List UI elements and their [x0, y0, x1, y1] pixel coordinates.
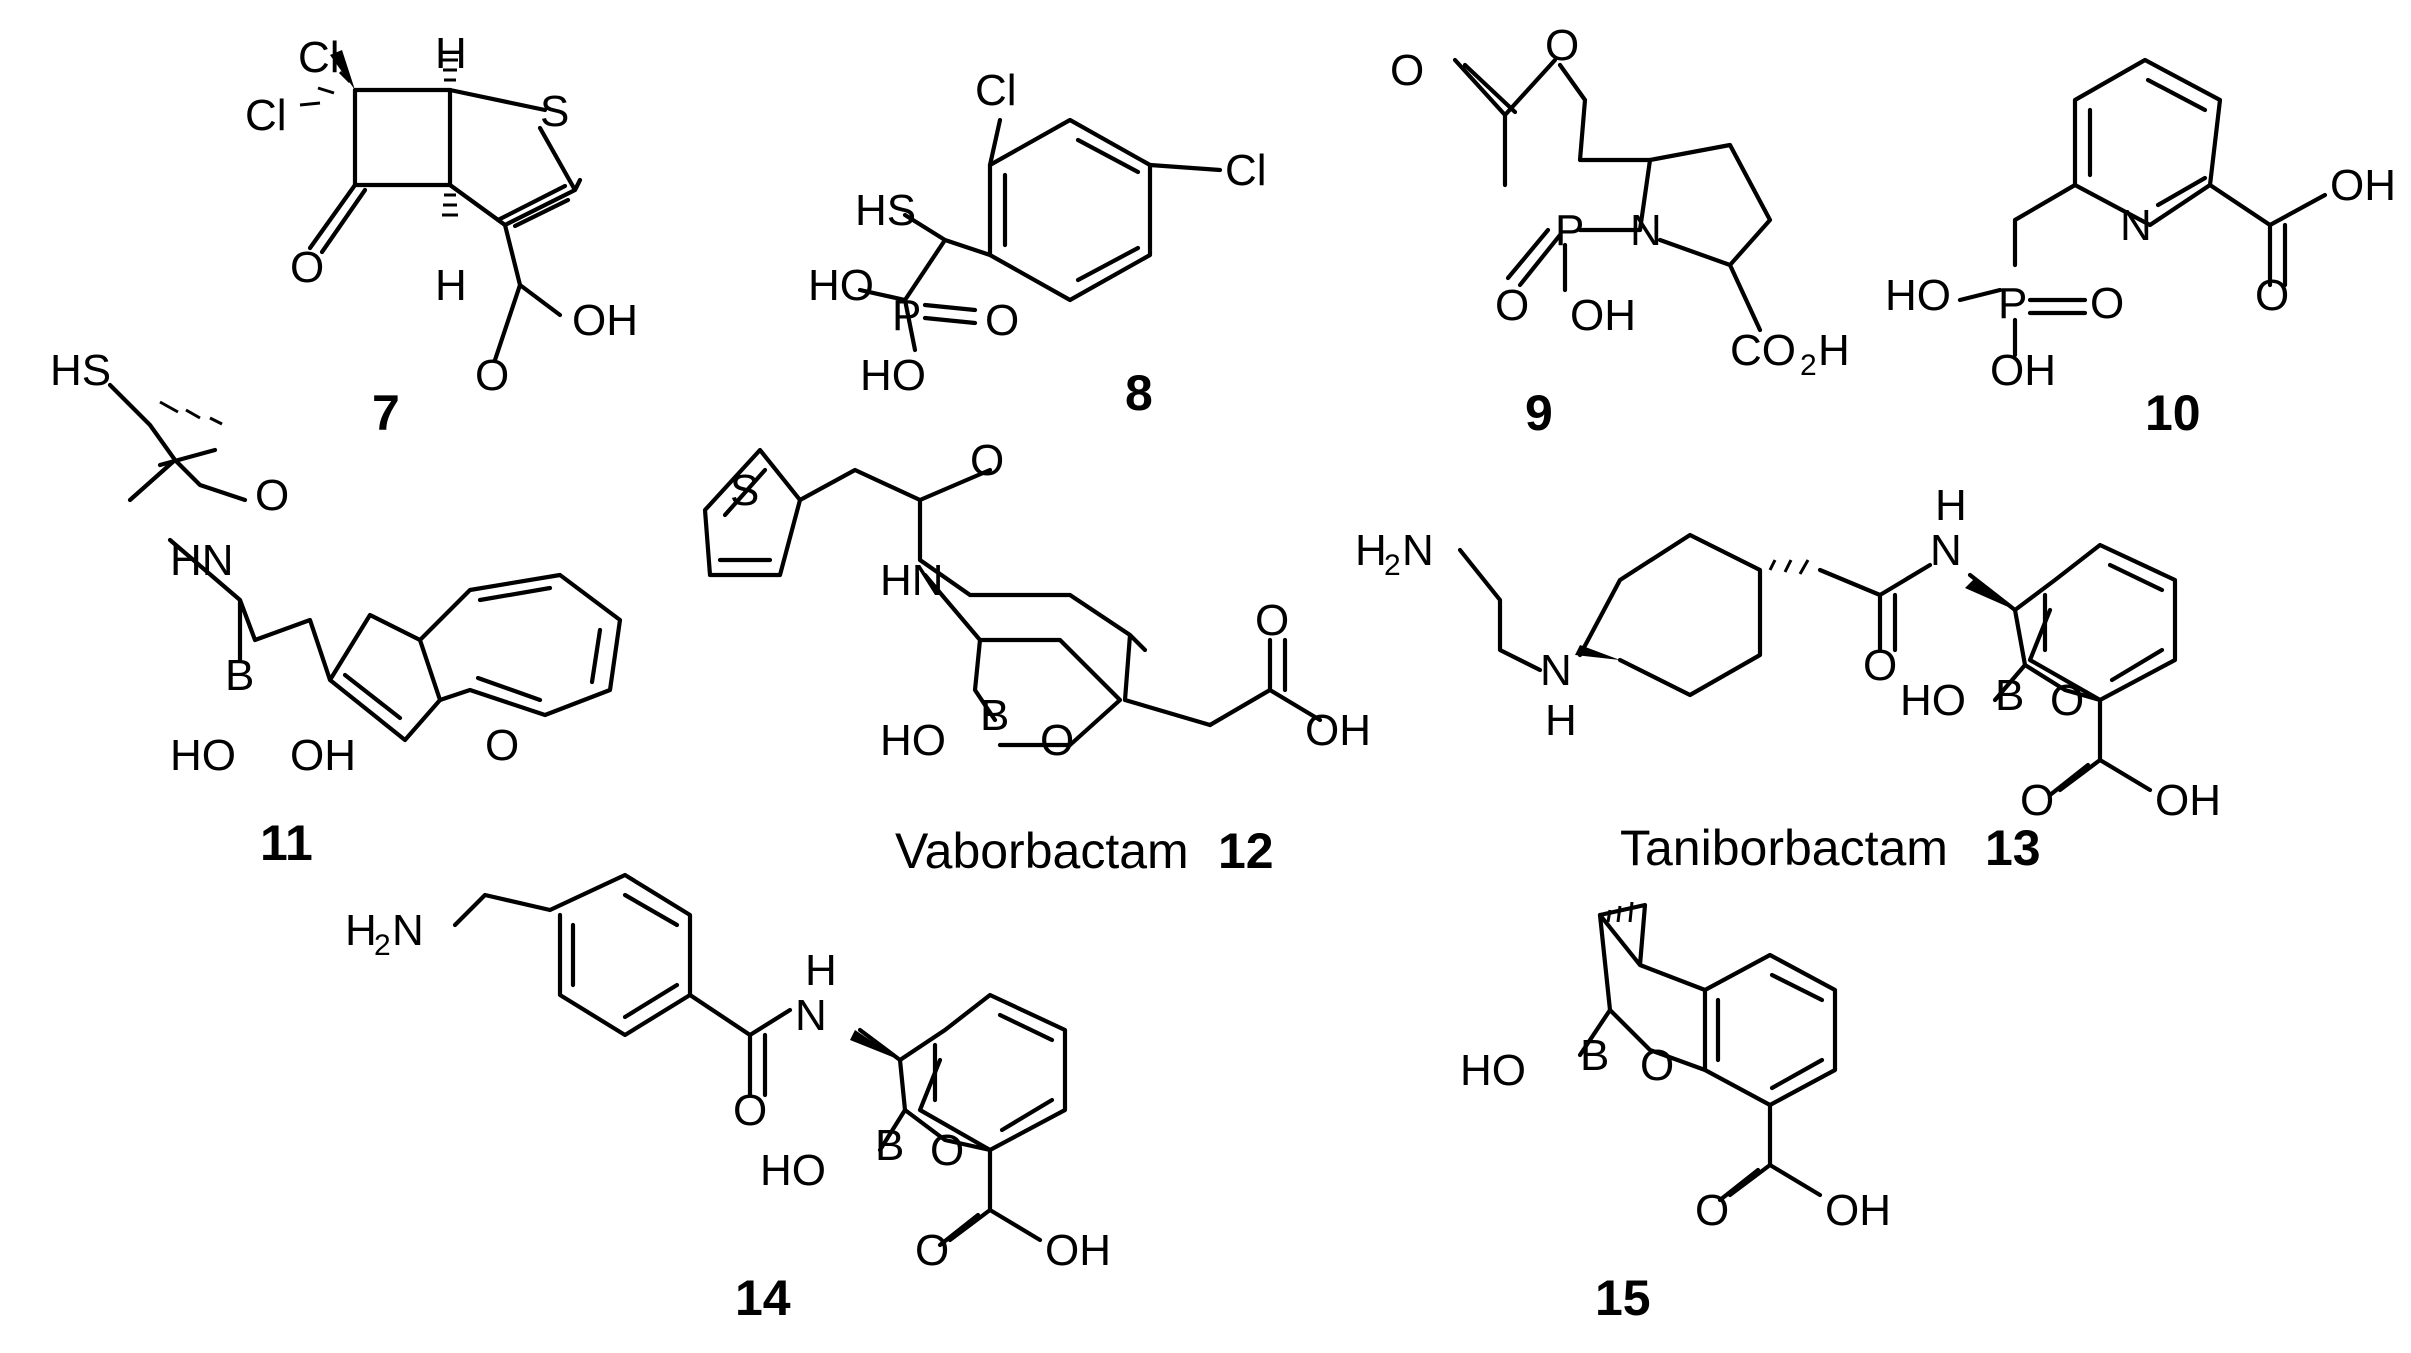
atom-label: OH [1570, 291, 1636, 340]
atom-label: HN [170, 536, 234, 585]
atom-label: O [1863, 641, 1897, 690]
compound-13: H 2 N N H N H O B HO O O OH Taniborbacta… [1355, 481, 2221, 876]
atom-label: O [970, 436, 1004, 485]
compound-name: Vaborbactam [895, 823, 1189, 879]
atom-label: HS [50, 346, 111, 395]
compound-15: B HO O O OH 15 [1460, 901, 1891, 1326]
compound-name: Taniborbactam [1620, 820, 1948, 876]
atom-label: H [1355, 526, 1387, 575]
atom-label: O [1640, 1041, 1674, 1090]
atom-label: OH [1045, 1226, 1111, 1275]
atom-label: N [1540, 646, 1572, 695]
atom-label: O [915, 1226, 949, 1275]
atom-subscript: 2 [374, 929, 391, 962]
atom-label: O [1040, 716, 1074, 765]
atom-label: O [1255, 596, 1289, 645]
atom-label: O [733, 1086, 767, 1135]
atom-label: B [1580, 1031, 1609, 1080]
atom-label: O [255, 471, 289, 520]
atom-label: O [290, 243, 324, 292]
atom-label: H [435, 29, 467, 78]
atom-label: H [435, 261, 467, 310]
atom-label: H [1818, 326, 1850, 375]
atom-label: HO [1900, 676, 1966, 725]
atom-label: H [345, 906, 377, 955]
atom-label: O [930, 1126, 964, 1175]
atom-label: OH [290, 731, 356, 780]
atom-label: OH [2155, 776, 2221, 825]
atom-label: O [985, 296, 1019, 345]
atom-label: O [475, 351, 509, 400]
compound-number: 12 [1218, 823, 1274, 879]
atom-label: S [540, 87, 569, 136]
atom-label: N [1930, 526, 1962, 575]
compound-11: HS O HN B HO OH O 11 [50, 346, 623, 871]
atom-label: HO [880, 716, 946, 765]
atom-label: OH [1825, 1186, 1891, 1235]
atom-label: N [1402, 526, 1434, 575]
compound-8: Cl Cl HS HO P O HO 8 [808, 66, 1267, 421]
atom-label: Cl [245, 91, 287, 140]
compound-10: N OH O HO P O OH 10 [1885, 57, 2396, 441]
atom-label: B [225, 651, 254, 700]
atom-label: HO [808, 261, 874, 310]
atom-label: O [2050, 676, 2084, 725]
atom-label: O [2090, 279, 2124, 328]
atom-label: P [1998, 279, 2027, 328]
compound-number: 14 [735, 1270, 791, 1326]
atom-label: HS [855, 186, 916, 235]
atom-label: CO [1730, 326, 1796, 375]
atom-label: O [1545, 21, 1579, 70]
atom-label: B [875, 1121, 904, 1170]
atom-label: OH [572, 296, 638, 345]
atom-label: Cl [1225, 146, 1267, 195]
atom-label: H [805, 946, 837, 995]
compound-14: H 2 N N H O B HO O O OH 14 [345, 872, 1111, 1326]
compound-number: 11 [260, 815, 313, 871]
atom-label: N [795, 991, 827, 1040]
atom-label: H [1935, 481, 1967, 530]
atom-label: O [2020, 776, 2054, 825]
atom-label: O [2255, 271, 2289, 320]
atom-label: B [1995, 671, 2024, 720]
atom-label: P [892, 291, 921, 340]
atom-label: HO [860, 351, 926, 400]
compound-number: 9 [1525, 385, 1553, 441]
compound-number: 15 [1595, 1270, 1651, 1326]
atom-label: N [1630, 206, 1662, 255]
atom-label: B [980, 691, 1009, 740]
atom-label: O [1495, 281, 1529, 330]
atom-label: P [1555, 206, 1584, 255]
atom-label: Cl [975, 66, 1017, 115]
compound-12: S O HN B HO O O OH Vaborbactam 12 [702, 436, 1371, 879]
compound-9: O O P N O OH CO 2 H 9 [1390, 21, 1850, 441]
atom-label: H [1545, 696, 1577, 745]
atom-label: O [1695, 1186, 1729, 1235]
atom-label: OH [1305, 706, 1371, 755]
atom-label: HO [1885, 271, 1951, 320]
atom-label: HO [760, 1146, 826, 1195]
atom-label: O [1390, 46, 1424, 95]
atom-label: OH [2330, 161, 2396, 210]
atom-subscript: 2 [1384, 549, 1401, 582]
atom-label: S [730, 466, 759, 515]
atom-label: HN [880, 556, 944, 605]
atom-label: HO [1460, 1046, 1526, 1095]
atom-label: Cl [298, 33, 340, 82]
atom-label: O [485, 721, 519, 770]
atom-label: N [392, 906, 424, 955]
compound-number: 10 [2145, 385, 2201, 441]
compound-number: 13 [1985, 820, 2041, 876]
atom-subscript: 2 [1800, 349, 1817, 382]
atom-label: N [2120, 201, 2152, 250]
compound-7: Cl Cl H S O H O OH 7 [245, 29, 638, 441]
atom-label: HO [170, 731, 236, 780]
atom-label: OH [1990, 346, 2056, 395]
compound-number: 7 [372, 385, 400, 441]
compound-number: 8 [1125, 365, 1153, 421]
